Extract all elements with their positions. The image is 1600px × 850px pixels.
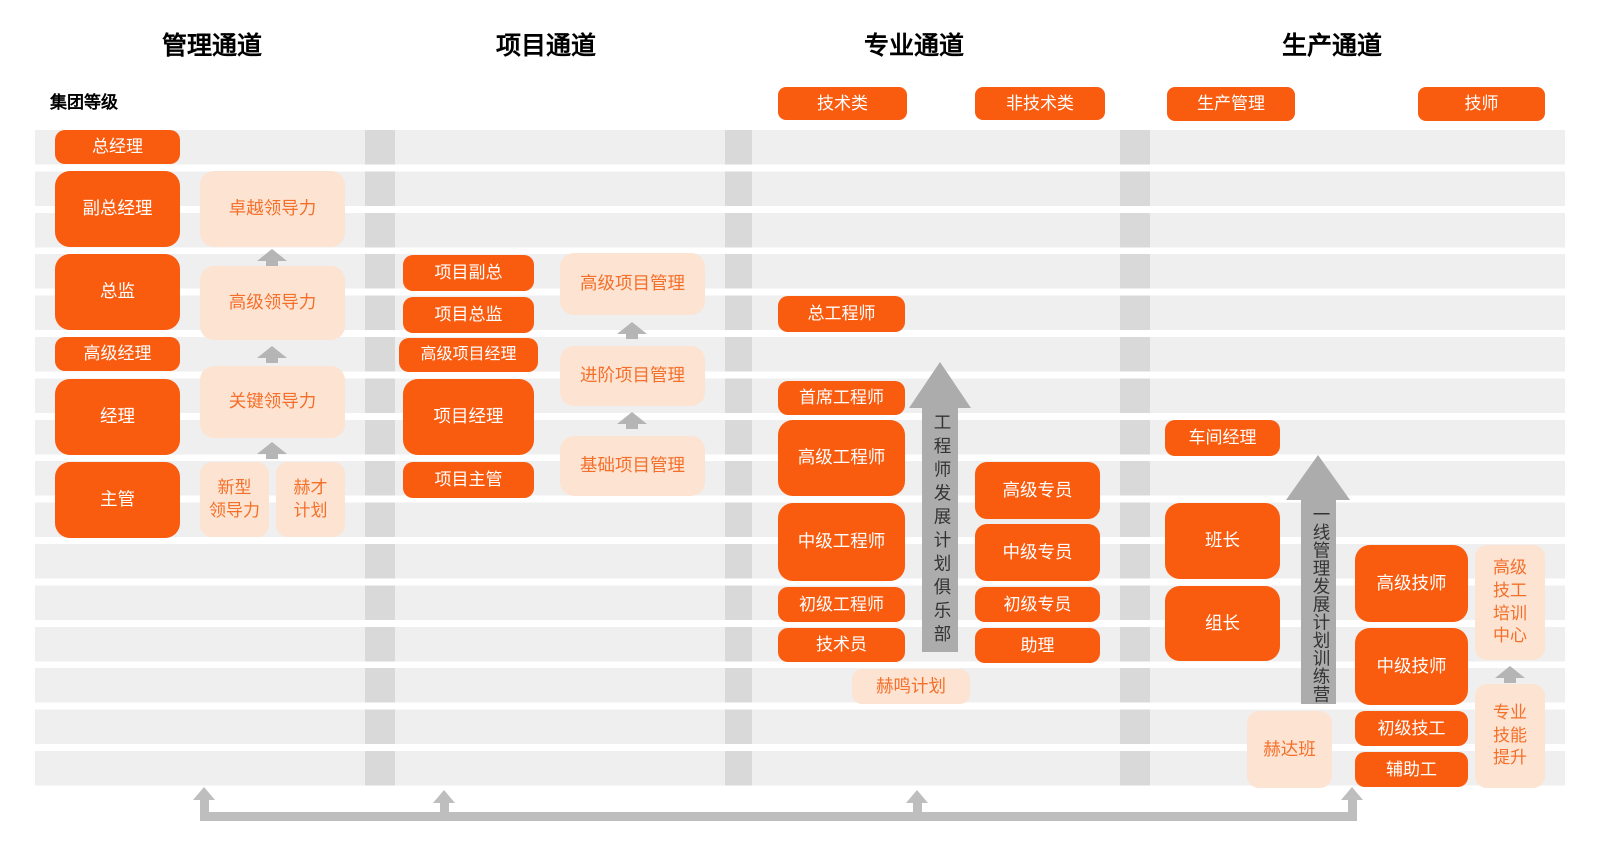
engineer-development-arrow-label: 工程师发展计划俱乐部 (932, 413, 952, 648)
role-project-manager: 项目经理 (403, 379, 534, 455)
role-deputy-general-manager: 副总经理 (55, 171, 180, 247)
role-director: 总监 (55, 254, 180, 330)
role-senior-manager: 高级经理 (55, 337, 180, 371)
role-senior-technician: 高级技师 (1355, 545, 1468, 622)
track-header-technician: 技师 (1418, 87, 1545, 121)
program-senior-leadership: 高级领导力 (200, 266, 345, 340)
program-hecai-plan: 赫才 计划 (276, 462, 345, 537)
program-senior-worker-training-center: 高级 技工 培训 中心 (1475, 545, 1545, 660)
role-project-supervisor: 项目主管 (403, 462, 534, 498)
frontline-mgmt-arrow-label: 一线管理发展计划训练营 (1311, 505, 1331, 703)
role-workshop-manager: 车间经理 (1165, 420, 1280, 456)
bottom-connector-arrow (1341, 787, 1363, 800)
channel-title-management: 管理通道 (161, 32, 263, 60)
bottom-connector (440, 803, 449, 812)
program-advanced-project-mgmt: 进阶项目管理 (560, 346, 705, 406)
channel-divider (725, 130, 752, 787)
program-basic-project-mgmt: 基础项目管理 (560, 436, 705, 496)
program-new-leadership: 新型 领导力 (200, 462, 269, 537)
role-technician: 技术员 (778, 628, 905, 662)
role-junior-specialist: 初级专员 (975, 587, 1100, 622)
role-intermediate-specialist: 中级专员 (975, 524, 1100, 581)
role-auxiliary-worker: 辅助工 (1355, 752, 1468, 787)
program-key-leadership: 关键领导力 (200, 366, 345, 438)
track-header-production-mgmt: 生产管理 (1167, 87, 1295, 121)
role-project-vp: 项目副总 (403, 255, 534, 291)
up-arrow-icon (257, 249, 287, 266)
bottom-connector (200, 800, 209, 812)
bottom-connector-arrow (433, 790, 455, 803)
role-junior-technician: 初级技工 (1355, 711, 1468, 746)
bottom-connector (200, 812, 1357, 821)
role-manager: 经理 (55, 379, 180, 455)
frontline-mgmt-arrow (1286, 455, 1350, 704)
channel-title-project: 项目通道 (495, 32, 597, 60)
role-chief-engineer: 总工程师 (778, 296, 905, 332)
role-senior-specialist: 高级专员 (975, 462, 1100, 519)
role-supervisor: 主管 (55, 462, 180, 538)
bottom-connector-arrow (193, 787, 215, 800)
up-arrow-icon (617, 412, 647, 429)
up-arrow-icon (257, 442, 287, 459)
program-heda-class: 赫达班 (1247, 711, 1332, 788)
engineer-development-arrow (909, 362, 971, 652)
channel-title-professional: 专业通道 (863, 32, 965, 60)
role-senior-project-manager: 高级项目经理 (399, 338, 538, 372)
up-arrow-icon (617, 322, 647, 339)
program-senior-project-mgmt: 高级项目管理 (560, 253, 705, 315)
channel-divider (365, 130, 395, 787)
up-arrow-icon (1495, 666, 1525, 683)
role-group-leader: 组长 (1165, 586, 1280, 661)
track-header-non-technical: 非技术类 (975, 87, 1105, 120)
role-assistant: 助理 (975, 628, 1100, 663)
role-intermediate-engineer: 中级工程师 (778, 503, 905, 581)
bottom-connector (1348, 800, 1357, 812)
bottom-connector-arrow (906, 790, 928, 803)
channel-title-production: 生产通道 (1281, 32, 1383, 60)
program-excellent-leadership: 卓越领导力 (200, 171, 345, 247)
role-senior-engineer: 高级工程师 (778, 420, 905, 496)
program-skill-upgrade: 专业 技能 提升 (1475, 684, 1545, 788)
program-heming-plan: 赫鸣计划 (852, 669, 970, 704)
channel-divider (1120, 130, 1150, 787)
role-intermediate-technician: 中级技师 (1355, 628, 1468, 705)
track-header-technical: 技术类 (778, 87, 907, 120)
role-project-director: 项目总监 (403, 297, 534, 333)
role-junior-engineer: 初级工程师 (778, 587, 905, 622)
up-arrow-icon (257, 346, 287, 363)
role-principal-engineer: 首席工程师 (778, 381, 905, 415)
role-squad-leader: 班长 (1165, 503, 1280, 579)
bottom-connector (913, 803, 922, 812)
group-level-label: 集团等级 (50, 93, 118, 112)
role-general-manager: 总经理 (55, 130, 180, 164)
